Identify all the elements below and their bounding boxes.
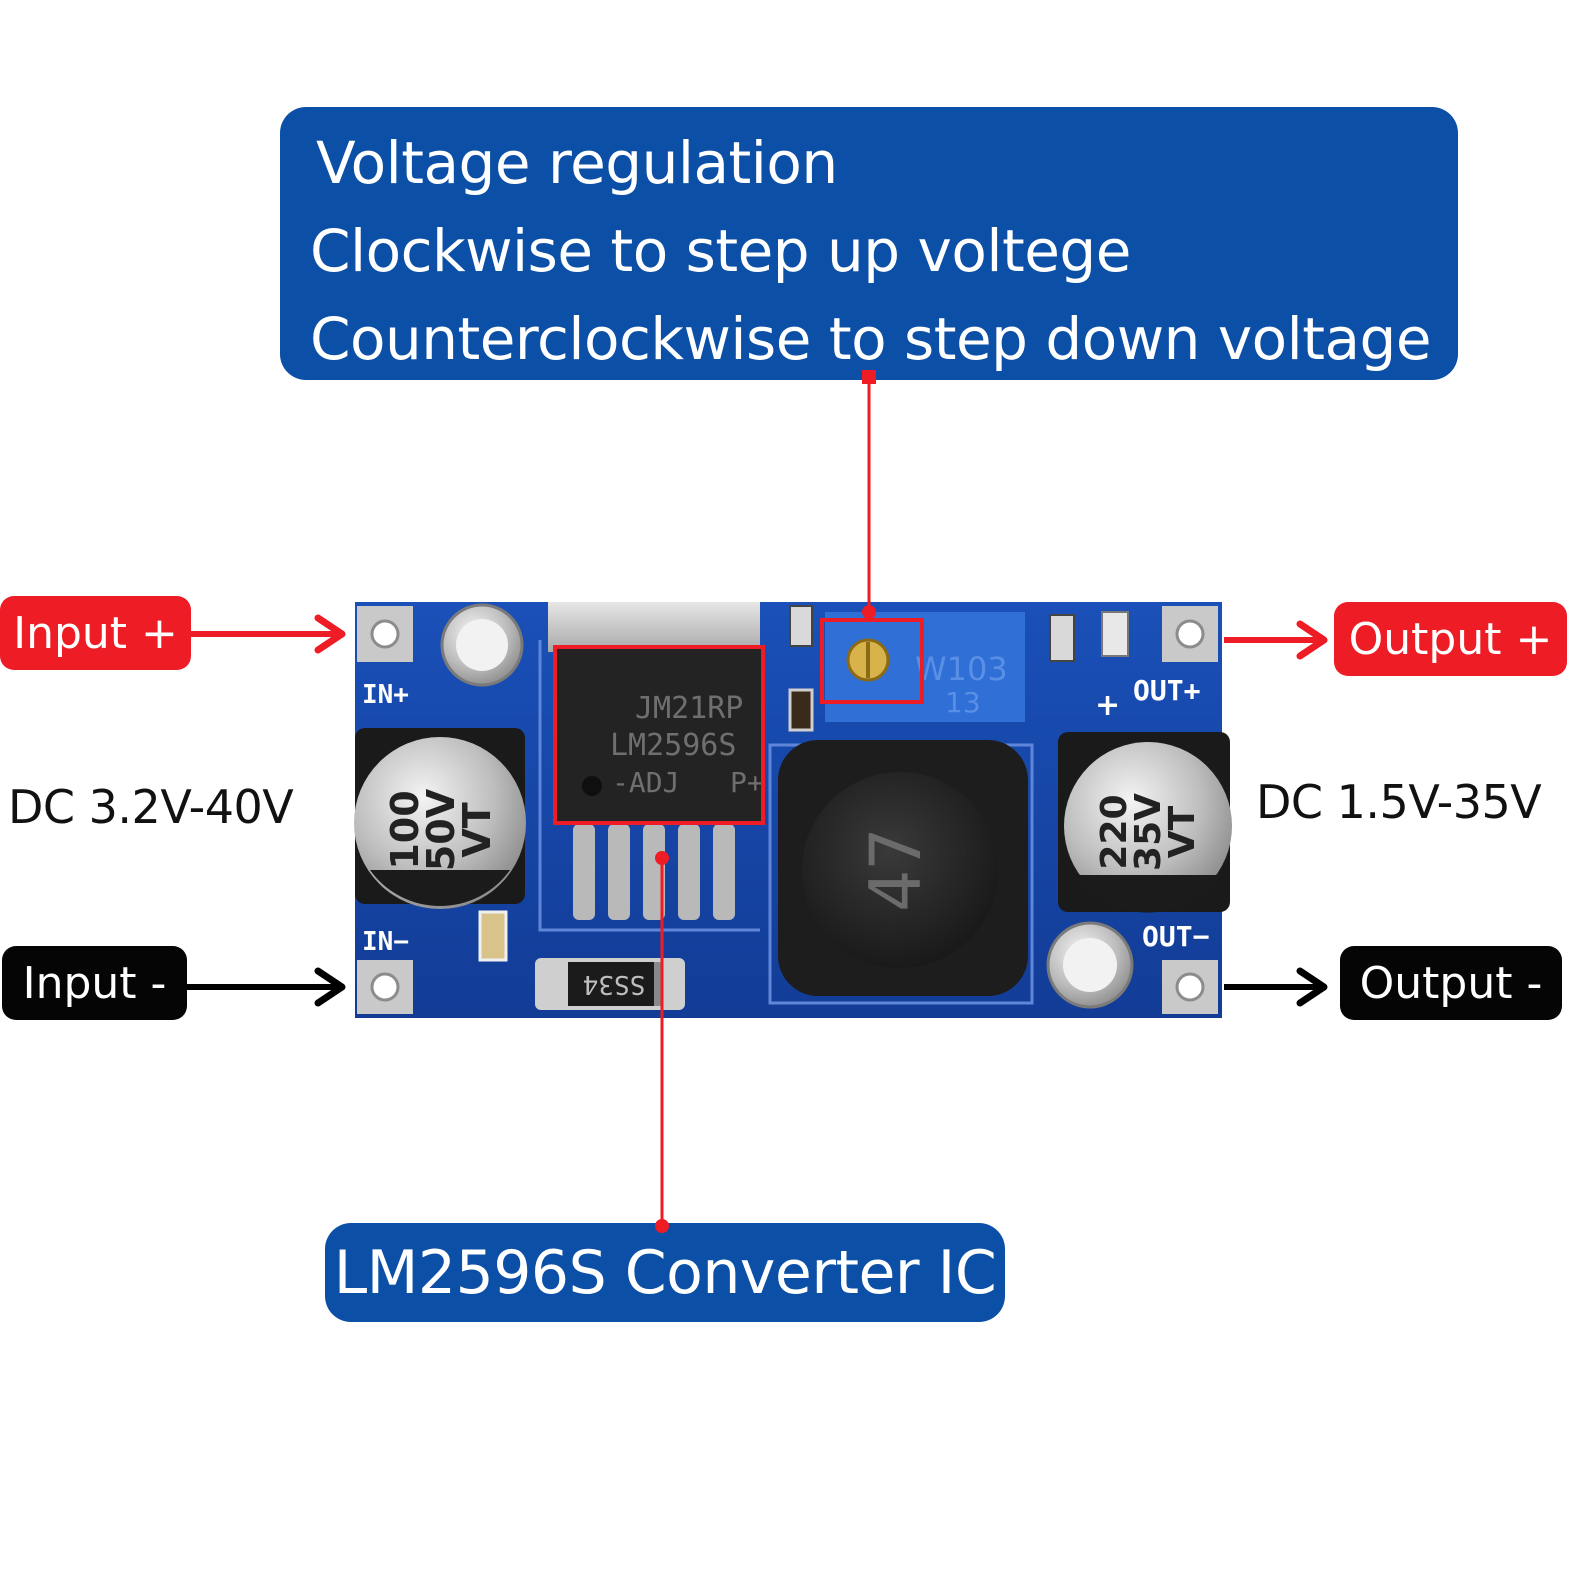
output-plus-arrow <box>1224 620 1328 660</box>
regulation-clockwise: Clockwise to step up voltege <box>310 217 1131 285</box>
input-voltage-range: DC 3.2V-40V <box>8 780 294 834</box>
ic-highlight-box <box>553 645 765 825</box>
mounting-hole-top-inner <box>456 619 508 671</box>
potentiometer-highlight-box <box>820 618 924 704</box>
pad-out-minus <box>1162 960 1218 1014</box>
smd-capacitor <box>478 910 508 962</box>
input-capacitor-value: 100 <box>383 790 427 869</box>
output-capacitor: 220 35V VT <box>1058 732 1232 913</box>
silk-out-minus: OUT− <box>1142 920 1209 953</box>
silk-plus: + <box>1095 688 1120 723</box>
silk-in-minus: IN− <box>362 927 409 957</box>
silk-out-plus: OUT+ <box>1133 674 1200 707</box>
potentiometer-marking-2: 13 <box>945 686 981 719</box>
smd-resistor-1 <box>789 605 813 647</box>
input-capacitor-voltage: 50V <box>419 788 463 871</box>
schottky-diode: SS34 <box>535 958 685 1010</box>
input-plus-tag: Input + <box>0 596 191 670</box>
pad-out-plus <box>1162 606 1218 662</box>
regulation-counterclockwise: Counterclockwise to step down voltage <box>310 305 1432 373</box>
pcb-trace-left <box>538 640 760 932</box>
smd-resistor-2 <box>788 688 814 732</box>
input-capacitor-series: VT <box>455 802 499 857</box>
chip-marking-variant: -ADJ P+ <box>612 766 764 799</box>
input-minus-arrow <box>187 967 346 1007</box>
ic-leader-dot-top <box>655 851 669 865</box>
output-capacitor-voltage: 35V <box>1128 793 1169 871</box>
output-capacitor-series: VT <box>1162 805 1203 858</box>
pad-in-plus <box>357 606 413 662</box>
regulation-callout: Voltage regulation Clockwise to step up … <box>280 107 1458 380</box>
input-minus-tag: Input - <box>2 946 187 1020</box>
potentiometer-marking: W103 <box>915 650 1008 688</box>
smd-resistor-3 <box>1049 614 1075 662</box>
chip-marking-lot: JM21RP <box>635 691 743 726</box>
input-capacitor: 100 50V VT <box>354 728 526 909</box>
silk-in-plus: IN+ <box>362 680 409 710</box>
pad-in-minus <box>357 960 413 1014</box>
output-minus-tag: Output - <box>1340 946 1562 1020</box>
regulation-title: Voltage regulation <box>316 129 838 197</box>
output-minus-arrow <box>1224 967 1328 1007</box>
inductor: 47 <box>778 740 1028 996</box>
diode-marking: SS34 <box>583 969 646 999</box>
input-plus-arrow <box>191 614 346 654</box>
ic-callout: LM2596S Converter IC <box>325 1223 1005 1322</box>
regulation-leader-anchor <box>862 370 876 384</box>
regulator-chip: JM21RP LM2596S -ADJ P+ <box>548 602 764 920</box>
output-voltage-range: DC 1.5V-35V <box>1256 775 1542 829</box>
inductor-marking: 47 <box>855 828 937 912</box>
output-capacitor-value: 220 <box>1094 794 1135 869</box>
chip-marking-part: LM2596S <box>610 728 736 763</box>
ic-leader-dot-bottom <box>655 1219 669 1233</box>
output-plus-tag: Output + <box>1334 602 1567 676</box>
smd-led <box>1101 611 1129 657</box>
regulation-leader-dot <box>862 605 876 619</box>
mounting-hole-bottom-inner <box>1063 938 1117 992</box>
potentiometer: W103 13 <box>825 612 1025 722</box>
